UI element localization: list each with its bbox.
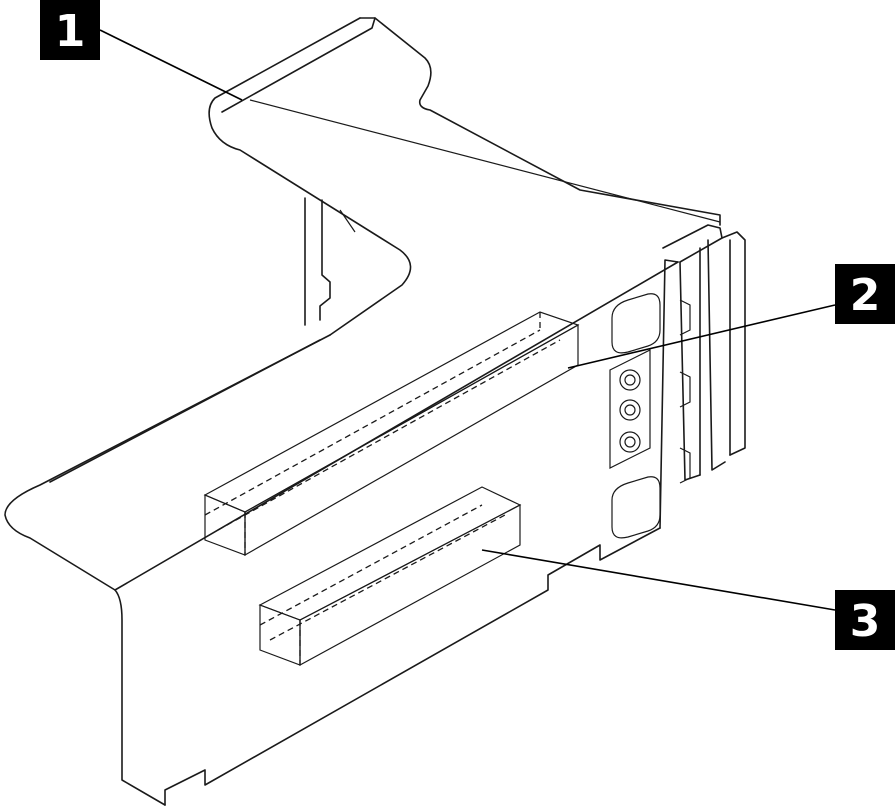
callout-3-leader xyxy=(481,549,836,611)
status-leds xyxy=(619,369,641,453)
callout-2-leader xyxy=(567,304,836,369)
callout-1-leader xyxy=(99,29,243,101)
callout-3: 3 xyxy=(835,590,895,650)
callout-3-label: 3 xyxy=(850,596,881,647)
riser-bracket xyxy=(4,17,746,806)
callout-2: 2 xyxy=(835,264,895,324)
pcie-slot-lower xyxy=(258,486,522,667)
callout-1: 1 xyxy=(40,0,100,60)
callout-2-label: 2 xyxy=(850,270,881,321)
callout-1-label: 1 xyxy=(55,6,86,57)
pcie-slot-upper xyxy=(203,311,580,557)
